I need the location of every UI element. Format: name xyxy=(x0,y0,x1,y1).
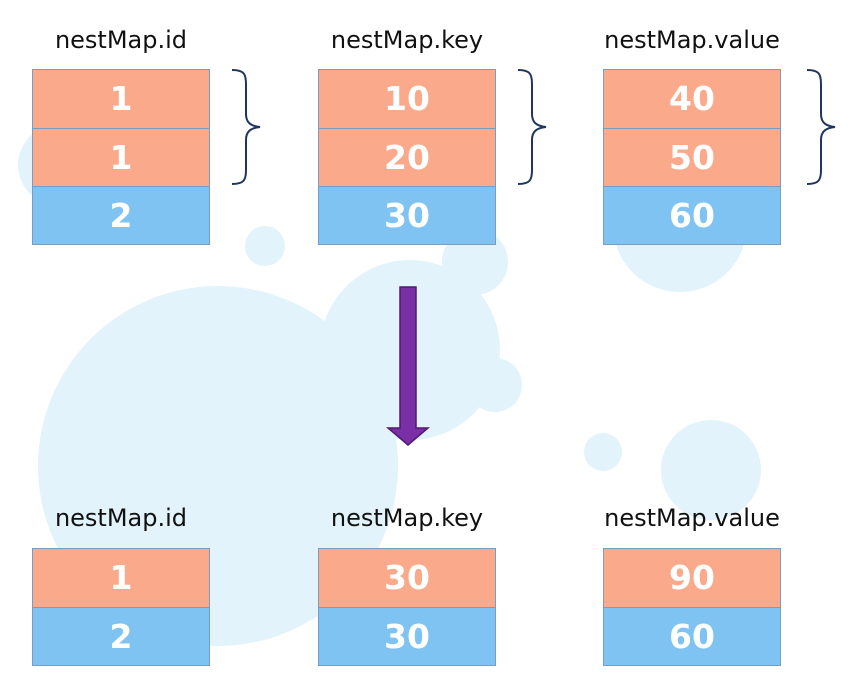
down-arrow-icon xyxy=(386,286,430,446)
bubble xyxy=(661,420,761,520)
bubble xyxy=(468,358,522,412)
table-cell: 2 xyxy=(33,186,209,244)
table-nestmap-id-bottom: 1 2 xyxy=(32,548,210,666)
table-cell: 30 xyxy=(319,549,495,607)
bubble xyxy=(245,226,285,266)
table-cell: 10 xyxy=(319,70,495,128)
table-cell: 30 xyxy=(319,186,495,244)
table-cell: 40 xyxy=(604,70,780,128)
table-cell: 90 xyxy=(604,549,780,607)
table-cell: 2 xyxy=(33,607,209,665)
table-nestmap-id-top: 1 1 2 xyxy=(32,69,210,245)
col-title-value-bottom: nestMap.value xyxy=(604,504,780,532)
col-title-value-top: nestMap.value xyxy=(604,26,780,54)
right-brace-icon xyxy=(806,69,836,185)
table-nestmap-value-top: 40 50 60 xyxy=(603,69,781,245)
col-title-key-bottom: nestMap.key xyxy=(330,504,484,532)
col-title-key-top: nestMap.key xyxy=(330,26,484,54)
table-cell: 1 xyxy=(33,70,209,128)
table-cell: 60 xyxy=(604,607,780,665)
col-title-id-bottom: nestMap.id xyxy=(54,504,188,532)
right-brace-icon xyxy=(231,69,261,185)
table-cell: 1 xyxy=(33,549,209,607)
table-cell: 20 xyxy=(319,128,495,186)
table-cell: 1 xyxy=(33,128,209,186)
bubble xyxy=(584,433,622,471)
bubble xyxy=(442,229,508,295)
table-nestmap-value-bottom: 90 60 xyxy=(603,548,781,666)
table-cell: 60 xyxy=(604,186,780,244)
table-cell: 50 xyxy=(604,128,780,186)
right-brace-icon xyxy=(517,69,547,185)
table-cell: 30 xyxy=(319,607,495,665)
table-nestmap-key-bottom: 30 30 xyxy=(318,548,496,666)
col-title-id-top: nestMap.id xyxy=(54,26,188,54)
table-nestmap-key-top: 10 20 30 xyxy=(318,69,496,245)
